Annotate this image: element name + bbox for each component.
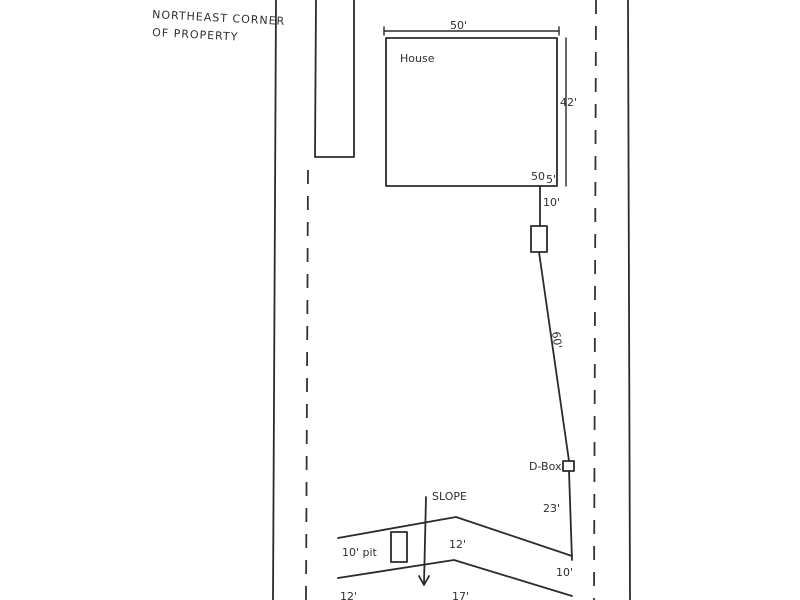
- setback-line-right: [593, 0, 597, 600]
- pipe-to-field-label: 23': [543, 502, 560, 515]
- slope-arrow-shaft: [423, 496, 427, 585]
- property-line-right: [627, 0, 631, 600]
- northeast-corner-note-line2: OF PROPERTY: [152, 26, 239, 43]
- leach-trench-1: [337, 516, 573, 557]
- trench-width-label: 12': [449, 538, 466, 551]
- setback-line-left: [305, 169, 309, 600]
- pipe-tank-to-dbox: [538, 251, 570, 462]
- pit-label: 10' pit: [342, 546, 378, 559]
- house-label: House: [400, 52, 435, 65]
- slope-arrow-head: [418, 575, 430, 586]
- pipe-to-tank-label: 10': [543, 196, 560, 209]
- driveway-outline: [314, 0, 355, 158]
- pit: [390, 531, 408, 563]
- trench-2-width-label: 17': [452, 590, 469, 600]
- pipe-dbox-to-field: [568, 470, 573, 561]
- property-line-left: [272, 0, 277, 600]
- trench-spacing-label: 10': [556, 566, 573, 579]
- leach-trench-2: [337, 559, 573, 597]
- septic-tank: [530, 225, 548, 253]
- slope-label: SLOPE: [432, 490, 467, 503]
- northeast-corner-note-line1: NORTHEAST CORNER: [152, 8, 286, 28]
- distribution-box: [562, 460, 575, 472]
- house-depth-label: 42': [560, 96, 577, 109]
- dbox-label: D-Box: [529, 460, 562, 473]
- house-corner-offset-label: 50: [531, 170, 545, 183]
- trench-2-length-label: 12': [340, 590, 357, 600]
- house-width-label: 50': [450, 19, 467, 32]
- house-corner-offset-label-2: 5': [546, 173, 556, 186]
- pipe-to-dbox-label: 60': [549, 331, 564, 350]
- house-outline: [385, 37, 558, 187]
